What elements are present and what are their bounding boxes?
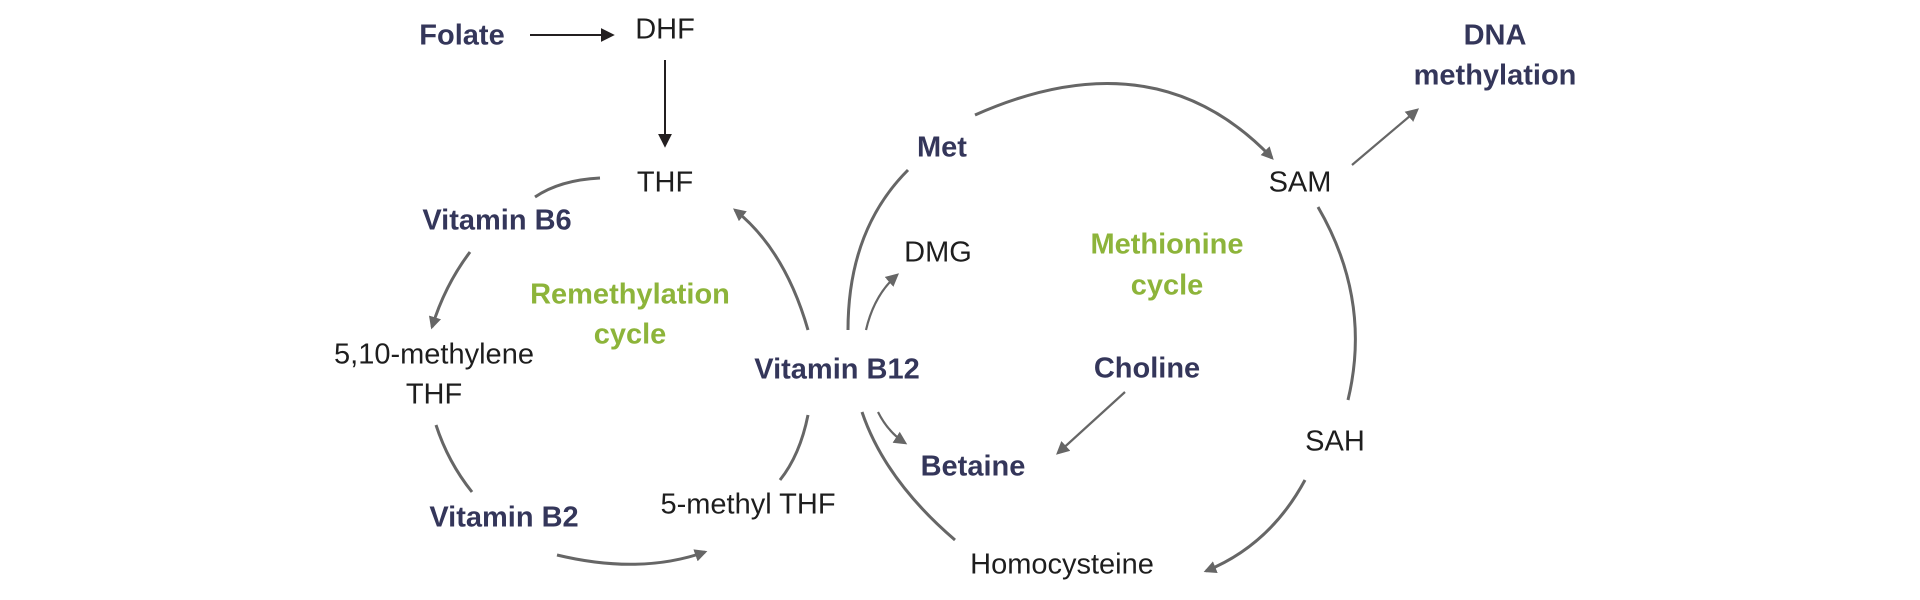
arc-homocysteine-to-vitamin-b12 [860,411,956,542]
cycle-methionine-line2: cycle [1131,270,1204,302]
cycle-methionine-line1: Methionine [1090,229,1243,261]
arc-sah-to-homocysteine [1203,479,1307,574]
node-betaine: Betaine [921,451,1026,483]
cycle-remethylation-line2: cycle [594,319,667,351]
arc-vitamin-b12-to-met [846,168,910,331]
node-methyl-thf: 5-methyl THF [660,489,835,521]
node-vitamin-b6: Vitamin B6 [422,205,571,237]
node-homocysteine: Homocysteine [970,549,1154,581]
node-dna-methylation-line2: methylation [1414,60,1577,92]
arc-methylene-thf-to-vitamin-b2 [434,424,474,493]
node-dna-methylation-line1: DNA [1464,20,1527,52]
node-vitamin-b2: Vitamin B2 [429,502,578,534]
arrow-sam-to-dna-methylation [1351,108,1420,166]
pathway-labels: Folate DHF THF Vitamin B6 5,10-methylene… [334,14,1576,581]
arc-methyl-thf-to-vitamin-b12 [778,414,810,481]
node-dmg: DMG [904,237,972,269]
node-thf: THF [637,167,693,199]
node-sam: SAM [1269,167,1332,199]
arc-vitamin-b6-to-methylene-thf [428,251,472,330]
arc-met-to-sam [974,82,1274,160]
node-dhf: DHF [635,14,695,46]
pathway-arrows [428,28,1420,574]
arrow-to-dmg [864,273,899,331]
cycle-remethylation-line1: Remethylation [530,279,730,311]
arrow-to-betaine [877,411,908,445]
node-vitamin-b12: Vitamin B12 [754,354,919,386]
node-methylene-thf-line1: 5,10-methylene [334,339,534,371]
arc-sam-to-sah [1316,206,1357,401]
arc-vitamin-b12-to-thf [733,208,810,331]
node-sah: SAH [1305,426,1365,458]
node-folate: Folate [419,20,504,52]
arrow-choline-to-betaine [1056,391,1126,455]
node-choline: Choline [1094,353,1200,385]
arc-vitamin-b2-to-methyl-thf [556,549,708,566]
node-methylene-thf-line2: THF [406,379,462,411]
node-met: Met [917,132,967,164]
arc-thf-to-vitamin-b6 [534,176,601,199]
